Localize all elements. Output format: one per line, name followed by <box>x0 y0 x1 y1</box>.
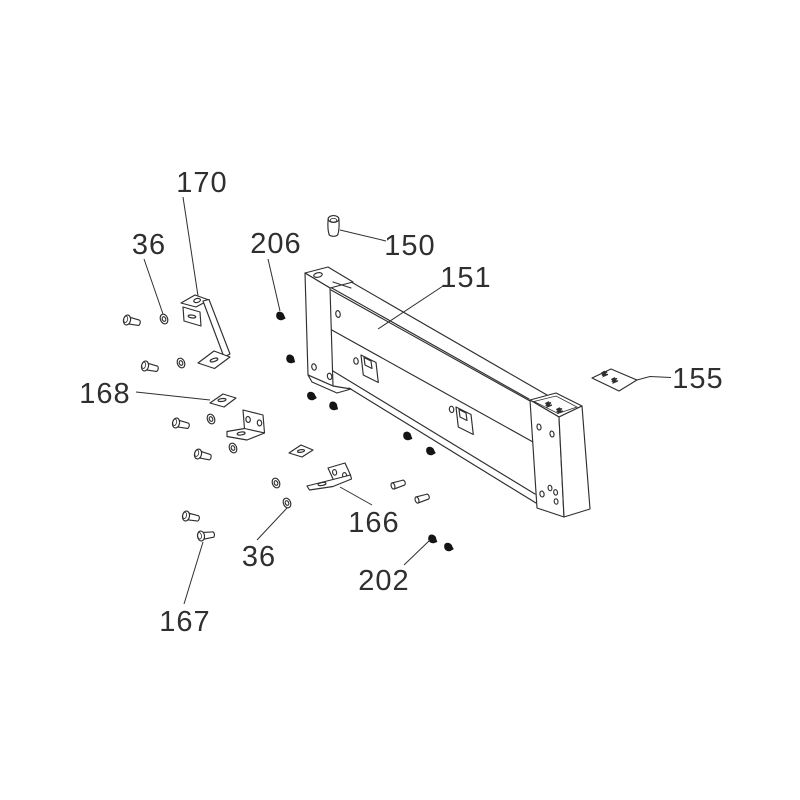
pan-head-screw <box>192 447 213 463</box>
slot-plate-2 <box>288 444 314 458</box>
leader-206 <box>267 258 281 312</box>
part-label-167: 167 <box>159 606 210 638</box>
z-bracket-170 <box>180 294 231 370</box>
set-screw <box>425 446 436 456</box>
part-labels: 170 36 206 150 151 155 168 166 36 202 16… <box>79 167 723 638</box>
set-screw <box>328 400 340 411</box>
washer-36 <box>270 476 282 490</box>
set-screw-202 <box>427 534 439 544</box>
leader-151 <box>377 285 444 330</box>
part-label-166: 166 <box>348 507 399 539</box>
part-label-150: 150 <box>384 230 435 262</box>
set-screw <box>402 431 413 441</box>
rail-beam-151 <box>304 266 591 518</box>
washer-36 <box>158 312 170 326</box>
washer-36 <box>227 441 239 455</box>
part-label-170: 170 <box>176 167 227 199</box>
part-label-168: 168 <box>79 378 130 410</box>
set-screw-206 <box>276 311 286 321</box>
washer-36 <box>175 356 187 370</box>
set-screw <box>306 391 318 401</box>
fasteners <box>121 311 454 552</box>
pan-head-screw-167 <box>196 528 216 543</box>
leader-36-top <box>143 258 164 315</box>
rail-slot-1 <box>353 354 379 384</box>
leader-36-bottom <box>256 507 288 541</box>
pan-head-screw <box>121 313 142 329</box>
spacer-pin <box>389 478 407 491</box>
spacer-pin <box>413 492 431 505</box>
part-label-151: 151 <box>440 262 491 294</box>
leader-166 <box>339 486 373 506</box>
leader-lines <box>135 196 672 605</box>
leader-150 <box>339 229 387 242</box>
pan-head-screw <box>139 359 160 375</box>
pan-head-screw <box>181 509 201 524</box>
pan-head-screw <box>170 416 191 432</box>
part-label-36-bottom: 36 <box>242 541 276 573</box>
part-label-155: 155 <box>672 363 723 395</box>
part-label-206: 206 <box>250 228 301 260</box>
clamp-plate-155 <box>591 368 638 392</box>
washer-36 <box>281 496 293 510</box>
rail-slot-2 <box>448 405 474 436</box>
leader-170 <box>182 196 199 297</box>
leader-167 <box>183 541 204 605</box>
leader-168 <box>135 391 211 401</box>
set-screw <box>443 542 454 552</box>
leader-155 <box>636 375 672 381</box>
set-screw <box>285 354 297 364</box>
bushing-150 <box>327 215 340 237</box>
leader-202 <box>403 539 431 566</box>
l-bracket-166 <box>306 462 353 491</box>
part-label-36-top: 36 <box>132 229 166 261</box>
washer-36 <box>205 412 217 426</box>
part-label-202: 202 <box>358 565 409 597</box>
rail-right-end-column <box>529 392 591 518</box>
l-bracket-middle <box>226 409 266 441</box>
slot-plate-168 <box>209 393 237 408</box>
rail-left-end-cap <box>304 266 354 394</box>
